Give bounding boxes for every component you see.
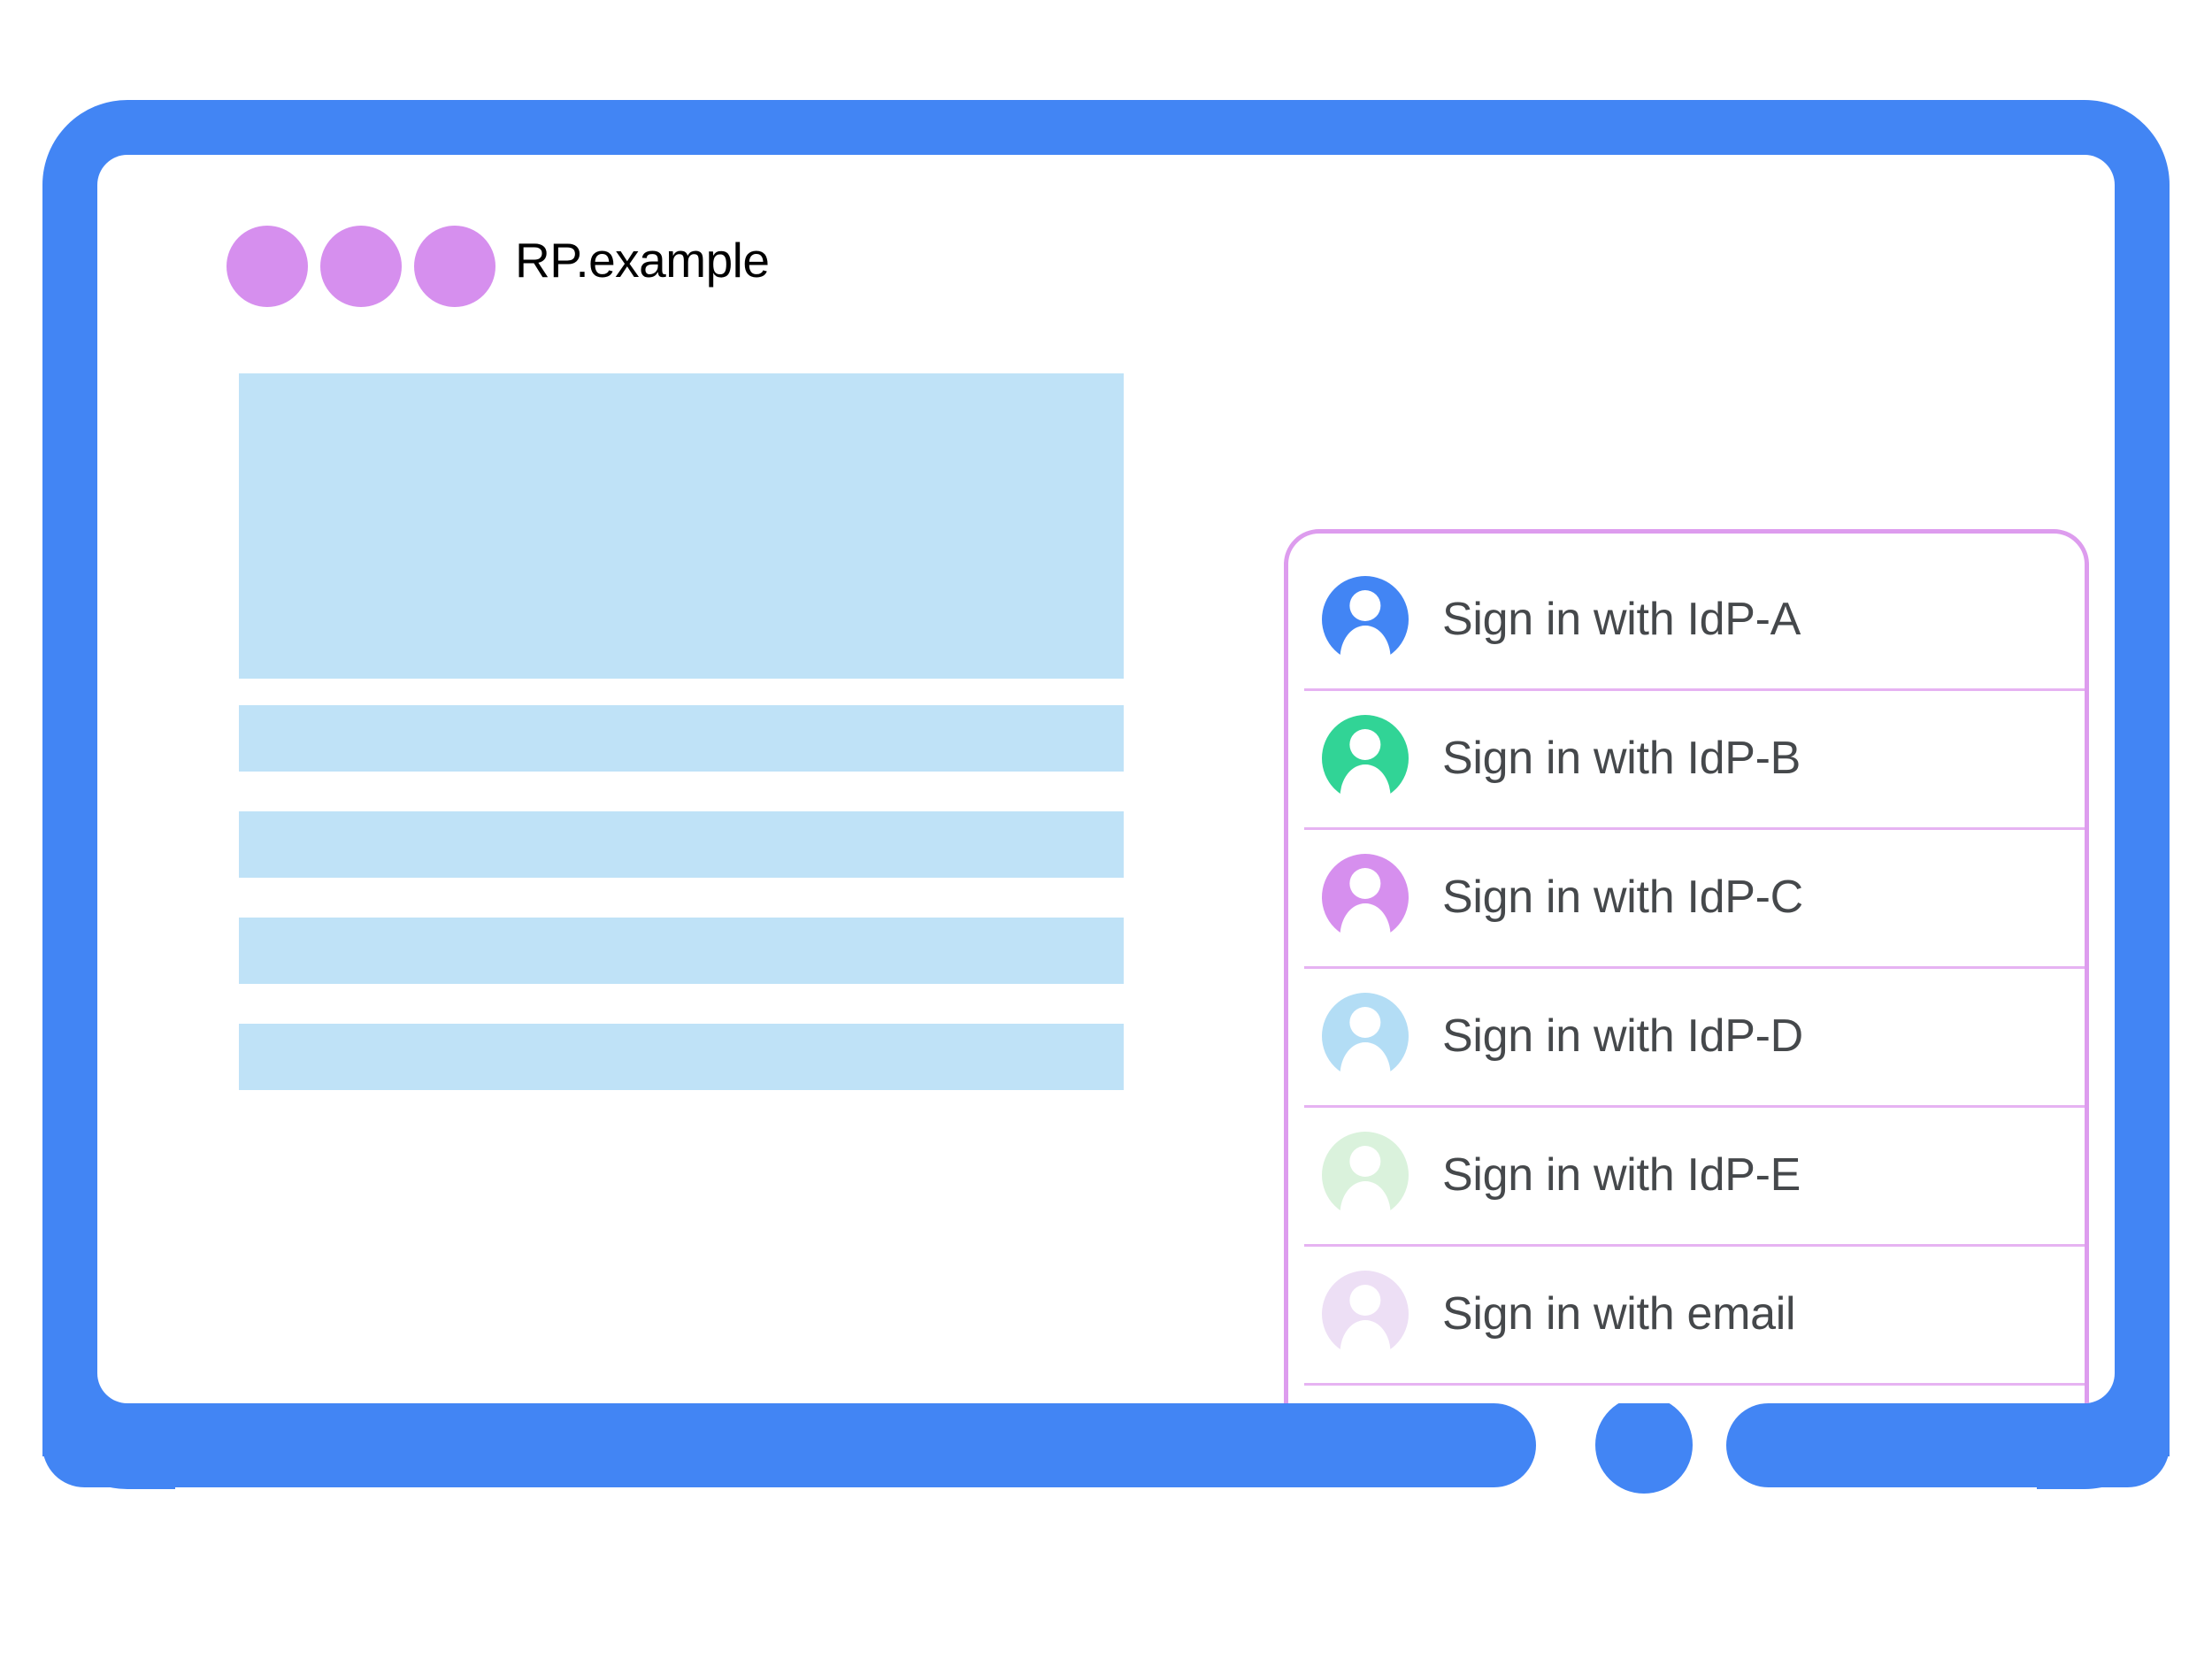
account-avatar-icon <box>1322 992 1409 1087</box>
account-chooser-row[interactable]: Sign in with IdP-E <box>1288 1105 2085 1244</box>
account-chooser-label: Sign in with IdP-C <box>1442 871 1803 923</box>
window-dot-1-icon[interactable] <box>227 226 308 307</box>
account-chooser-label: Sign in with IdP-D <box>1442 1010 1803 1062</box>
account-chooser-row[interactable]: Sign in with IdP-D <box>1288 966 2085 1105</box>
content-placeholder-block <box>239 918 1124 984</box>
content-placeholder-block <box>239 811 1124 878</box>
account-avatar-icon <box>1322 1270 1409 1364</box>
account-chooser-row[interactable]: Sign in with email <box>1288 1244 2085 1383</box>
account-chooser-label: Sign in with email <box>1442 1287 1796 1340</box>
account-avatar-icon <box>1322 853 1409 948</box>
home-button[interactable] <box>1595 1396 1693 1494</box>
account-chooser-label: Sign in with IdP-A <box>1442 593 1801 645</box>
account-chooser-label: Sign in with IdP-E <box>1442 1148 1801 1201</box>
account-avatar-icon <box>1322 714 1409 809</box>
account-chooser-row[interactable]: Sign in with IdP-C <box>1288 827 2085 966</box>
account-chooser-row[interactable]: Sign in with IdP-B <box>1288 688 2085 827</box>
account-avatar-icon <box>1322 1131 1409 1225</box>
content-placeholder-block <box>239 1024 1124 1090</box>
account-chooser-panel: Sign in with IdP-A Sign in with IdP-B Sign… <box>1284 529 2089 1403</box>
window-dot-3-icon[interactable] <box>414 226 495 307</box>
account-chooser-row[interactable]: Sign in with SMS <box>1288 1383 2085 1403</box>
account-avatar-icon <box>1322 575 1409 670</box>
device-chin-left <box>42 1403 1536 1487</box>
account-chooser-label: Sign in with IdP-B <box>1442 732 1801 784</box>
page-title: RP.example <box>515 233 770 288</box>
window-dot-2-icon[interactable] <box>320 226 402 307</box>
browser-titlebar: RP.example <box>97 155 2115 319</box>
content-placeholder-block <box>239 705 1124 772</box>
content-placeholder-block <box>239 373 1124 679</box>
account-chooser-row[interactable]: Sign in with IdP-A <box>1288 549 2085 688</box>
device-chin-right <box>1726 1403 2170 1487</box>
